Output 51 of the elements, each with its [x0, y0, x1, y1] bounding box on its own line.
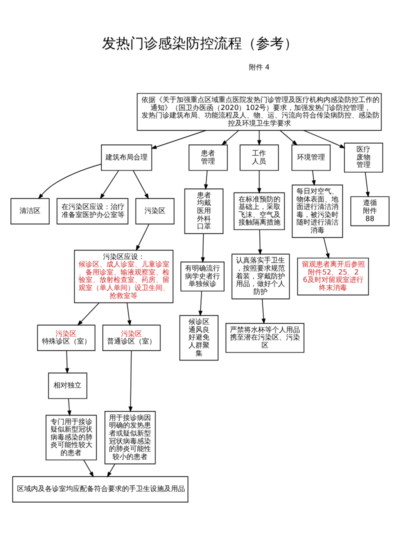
node-box: 环境管理 [292, 144, 331, 170]
arrow [106, 463, 116, 477]
arrow [280, 130, 298, 145]
arrow [77, 302, 100, 326]
node-box: 相对独立 [48, 372, 88, 398]
arrow [364, 172, 370, 198]
arrow [83, 459, 94, 477]
arrow [303, 130, 346, 148]
arrow [262, 298, 266, 324]
arrow [257, 130, 262, 146]
node-box: 候诊区通风良好避免人群聚集 [179, 314, 218, 360]
node-box: 工作人员 [240, 144, 279, 170]
diagram-title: 发热门诊感染防控流程（参考） [102, 36, 298, 52]
node-box: 建筑布局合理 [101, 144, 152, 170]
arrow [198, 290, 202, 316]
node-box: 污染区应设： 候诊区、成人诊室、儿童诊室、备用诊室、输液观察室、检验室、放射检查室、药房、留观室（单人单间）设卫生间、抢救室等 [74, 249, 174, 303]
node-box: 患者管理 [188, 144, 228, 170]
node-box: 依据《关于加强重点区域重点医院发热门诊管理及医疗机构内感染防控工作的通知》（国卫办医函（2020）102号）要求，加强发热门诊防控管理，发热门诊建筑布局、功能流程及人、物、运、污流向符合传染病防控、感染防控及环境卫生学要求 [136, 92, 382, 130]
arrow [312, 170, 316, 186]
arrow [257, 170, 262, 194]
node-box: 专门用于接诊疑似新型冠状病毒感染的肺炎可能性较大的患者 [46, 414, 97, 460]
arrow [100, 170, 120, 199]
arrow [136, 223, 150, 251]
node-box: 在污染区应设：治疗准备室医护办公室等 [56, 198, 128, 224]
node-box: 在标准预防的基础上，采取飞沫、空气及接触隔离措施 [234, 192, 285, 230]
arrow [132, 170, 149, 199]
arrow [221, 130, 240, 145]
arrow [128, 350, 133, 412]
arrow [38, 163, 102, 199]
arrow [67, 398, 72, 416]
node-box: 清洁区 [10, 198, 50, 224]
node-box: 严禁将水杯等个人用品携至潜在污染区、污染区 [226, 322, 304, 352]
node-box: 用于接诊病因明确的发热患者或疑似新型冠状病毒感染的肺炎可能性较小的患者 [104, 410, 156, 464]
node-box: 有明确流行病学史者行单独候诊 [180, 261, 224, 291]
node-box: 污染区 普通诊区（室） [102, 324, 161, 351]
arrow [65, 350, 70, 374]
node-box: 患者均戴医用外科口罩 [184, 188, 224, 234]
arrow [126, 302, 132, 326]
node-box: 留观患者离开后参照附件52、25、26及时对留观室进行终末消毒 [297, 257, 369, 295]
node-box: 每日对空气、物体表面、地面进行清洁消毒，被污染时随时进行清洁消毒 [292, 184, 343, 238]
node-box: 认真落实手卫生，按照要求规范着装，穿戴防护用品，做好个人防护 [232, 253, 290, 299]
label: 附件 4 [248, 62, 270, 72]
arrow [323, 236, 330, 259]
arrow [204, 170, 208, 190]
node-box: 污染区 特殊诊区（室） [37, 324, 96, 351]
node-box: 医疗废物管理 [344, 142, 384, 172]
node-box: 区域内及各诊室均应配备符合要求的手卫生设施及用品 [12, 476, 188, 502]
arrow [200, 232, 205, 262]
node-box: 污染区 [135, 198, 174, 224]
arrow [258, 228, 262, 255]
node-box: 遵循附件88 [350, 196, 390, 226]
